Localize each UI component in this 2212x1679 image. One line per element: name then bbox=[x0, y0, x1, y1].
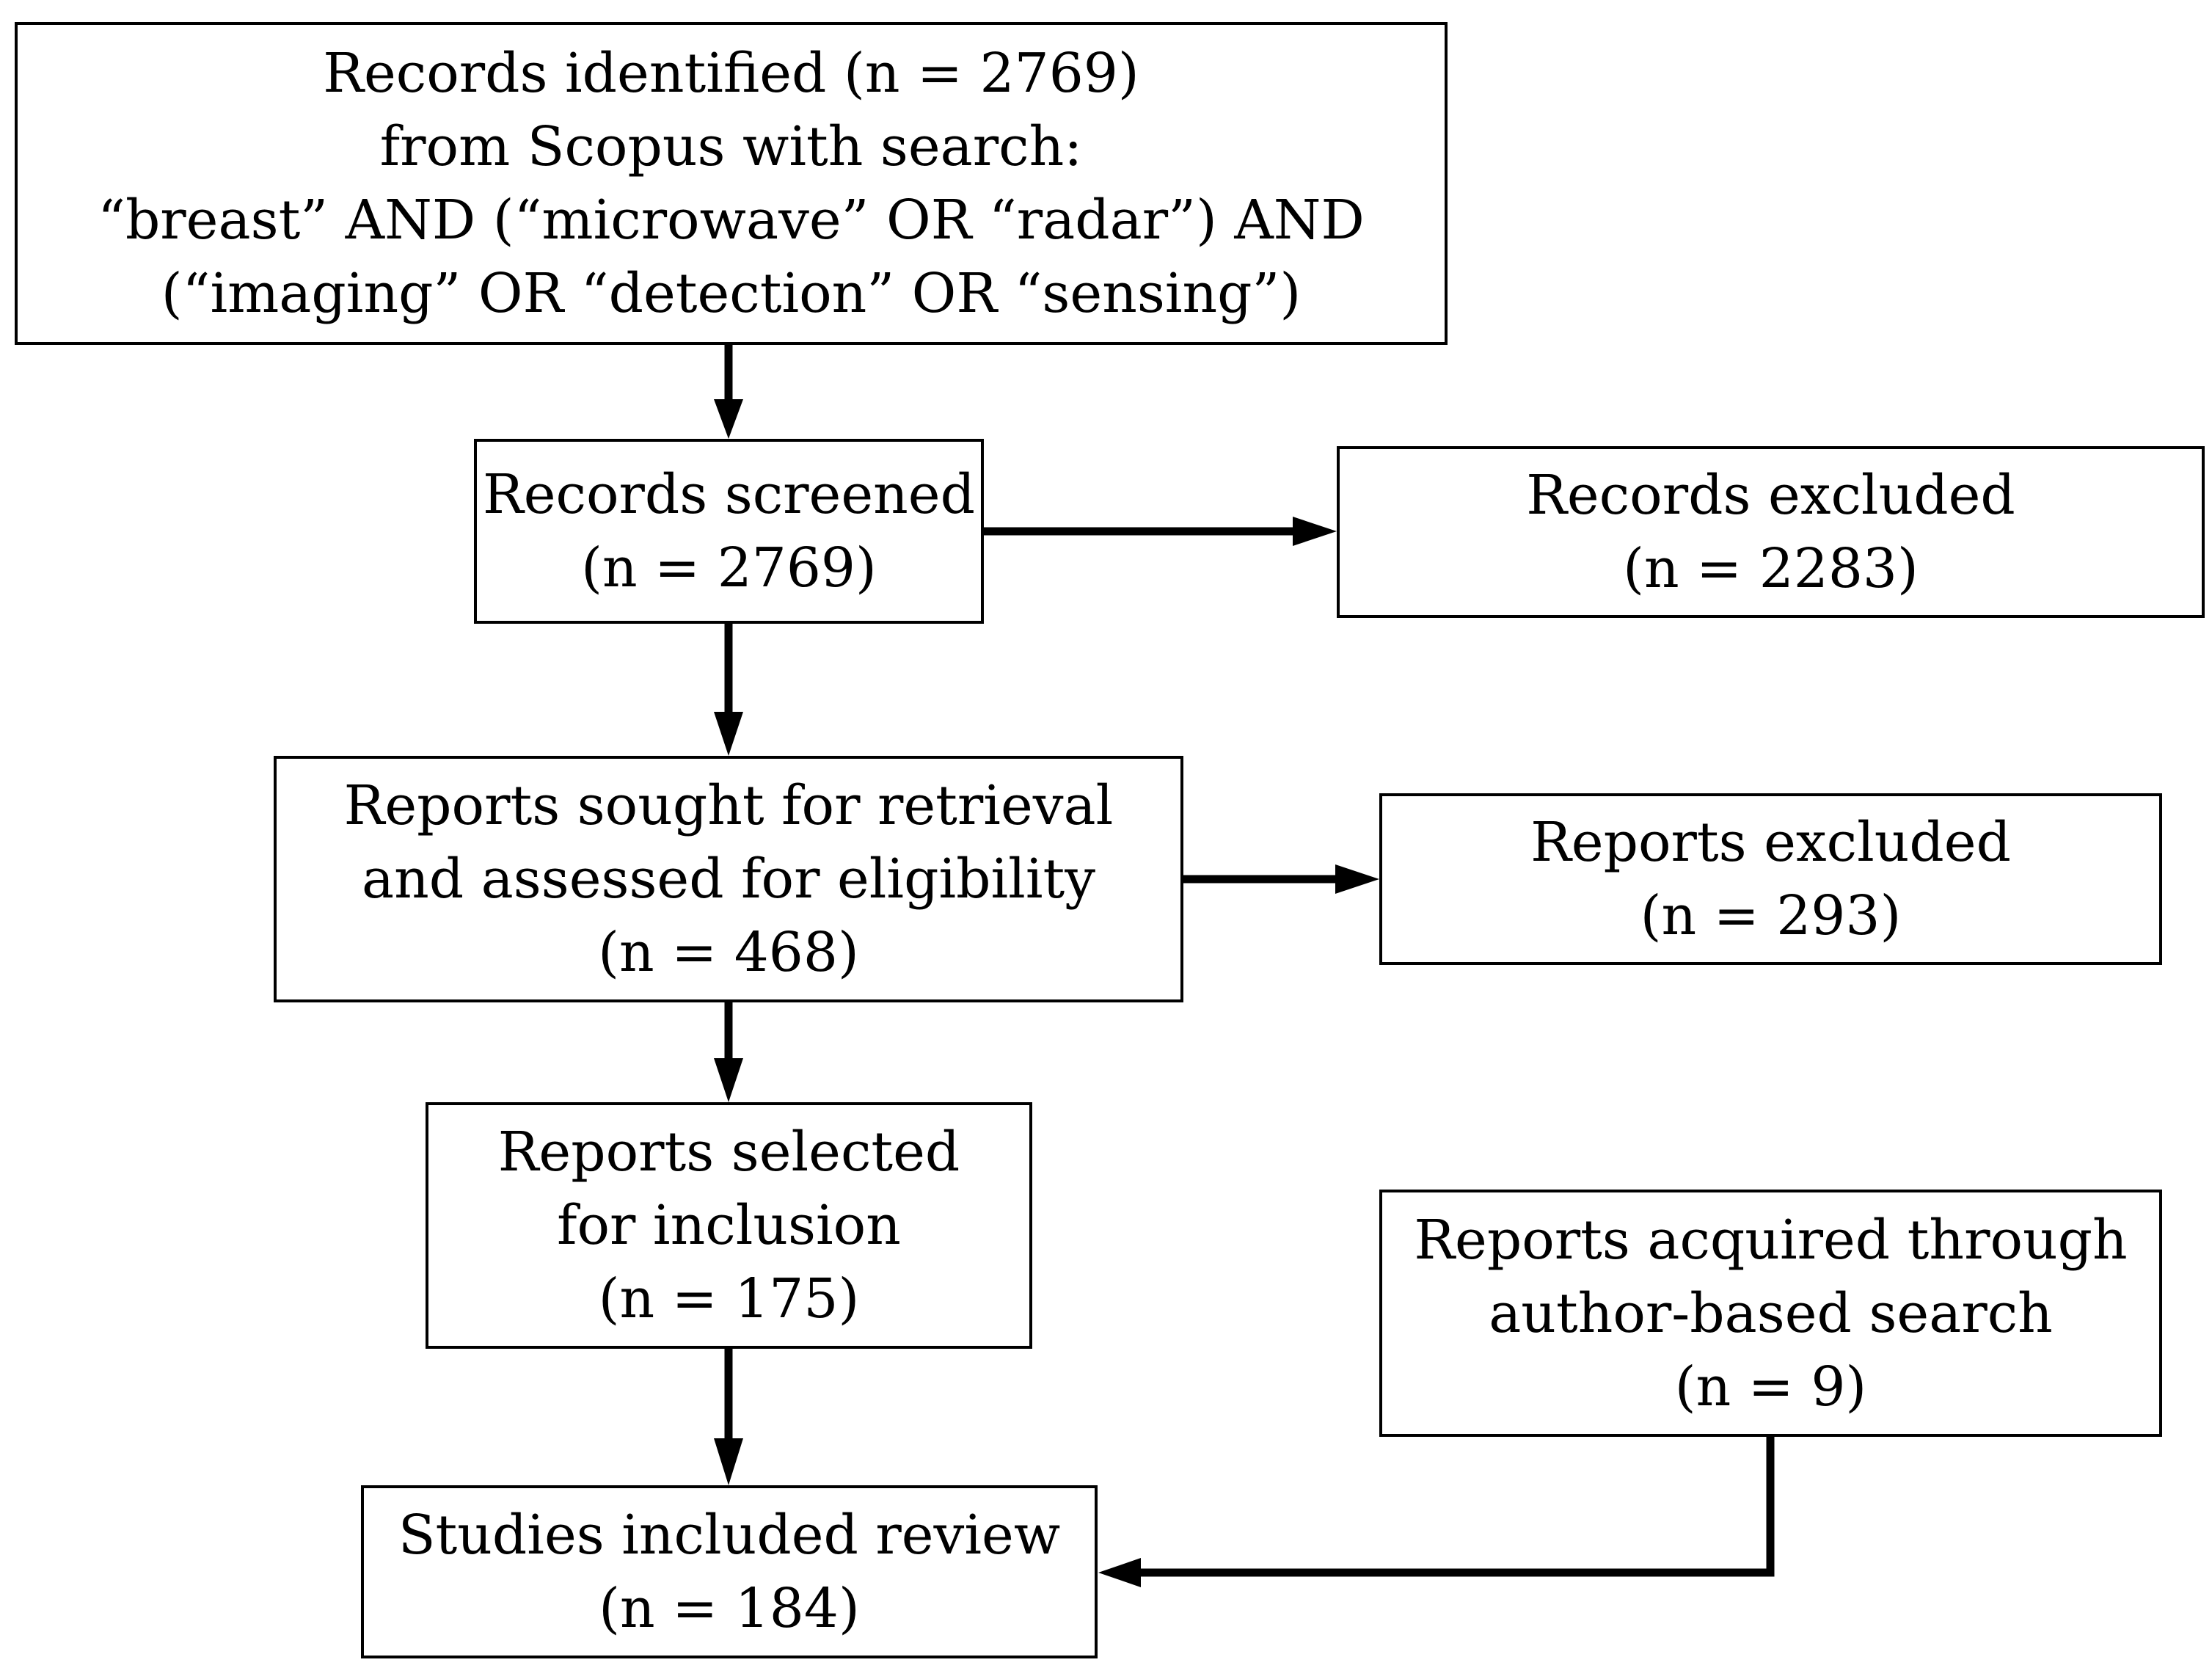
reports-selected-box: Reports selected for inclusion (n = 175) bbox=[426, 1102, 1032, 1349]
records-identified-line-4: (“imaging” OR “detection” OR “sensing”) bbox=[161, 262, 1302, 325]
arrowhead-selected-to-included bbox=[714, 1438, 743, 1485]
reports-sought-line-2: and assessed for eligibility bbox=[361, 848, 1096, 911]
reports-selected-line-1: Reports selected bbox=[497, 1121, 960, 1184]
reports-sought-count: (n = 468) bbox=[598, 921, 859, 984]
author-search-box: Reports acquired through author-based se… bbox=[1379, 1190, 2162, 1437]
studies-included-label: Studies included review bbox=[398, 1504, 1061, 1567]
records-excluded-label: Records excluded bbox=[1526, 464, 2015, 527]
records-identified-line-1: Records identified (n = 2769) bbox=[323, 42, 1139, 105]
reports-sought-box: Reports sought for retrieval and assesse… bbox=[274, 756, 1183, 1002]
reports-selected-line-2: for inclusion bbox=[557, 1194, 901, 1257]
records-identified-box: Records identified (n = 2769) from Scopu… bbox=[15, 22, 1448, 345]
arrowhead-sought-to-selected bbox=[714, 1058, 743, 1102]
records-identified-line-3: “breast” AND (“microwave” OR “radar”) AN… bbox=[98, 189, 1365, 252]
studies-included-count: (n = 184) bbox=[599, 1577, 860, 1640]
records-excluded-box: Records excluded (n = 2283) bbox=[1337, 446, 2205, 618]
records-excluded-count: (n = 2283) bbox=[1623, 537, 1919, 600]
author-search-count: (n = 9) bbox=[1674, 1355, 1867, 1418]
reports-excluded-box: Reports excluded (n = 293) bbox=[1379, 793, 2162, 965]
reports-excluded-count: (n = 293) bbox=[1640, 884, 1902, 947]
arrowhead-identified-to-screened bbox=[714, 399, 743, 439]
records-screened-count: (n = 2769) bbox=[581, 536, 877, 600]
records-screened-label: Records screened bbox=[483, 463, 975, 526]
arrowhead-screened-to-records-excluded bbox=[1293, 517, 1337, 546]
arrowhead-author-search-to-included bbox=[1098, 1558, 1141, 1587]
reports-selected-count: (n = 175) bbox=[598, 1267, 860, 1330]
reports-sought-line-1: Reports sought for retrieval bbox=[343, 774, 1114, 837]
arrowhead-sought-to-reports-excluded bbox=[1335, 864, 1379, 894]
edge-author-search-to-included bbox=[1134, 1435, 1775, 1577]
studies-included-box: Studies included review (n = 184) bbox=[361, 1485, 1098, 1658]
author-search-line-2: author-based search bbox=[1489, 1281, 2053, 1345]
author-search-line-1: Reports acquired through bbox=[1414, 1208, 2128, 1272]
records-identified-line-2: from Scopus with search: bbox=[379, 115, 1083, 178]
records-screened-box: Records screened (n = 2769) bbox=[474, 439, 984, 624]
arrowhead-screened-to-sought bbox=[714, 712, 743, 756]
reports-excluded-label: Reports excluded bbox=[1530, 811, 2011, 874]
